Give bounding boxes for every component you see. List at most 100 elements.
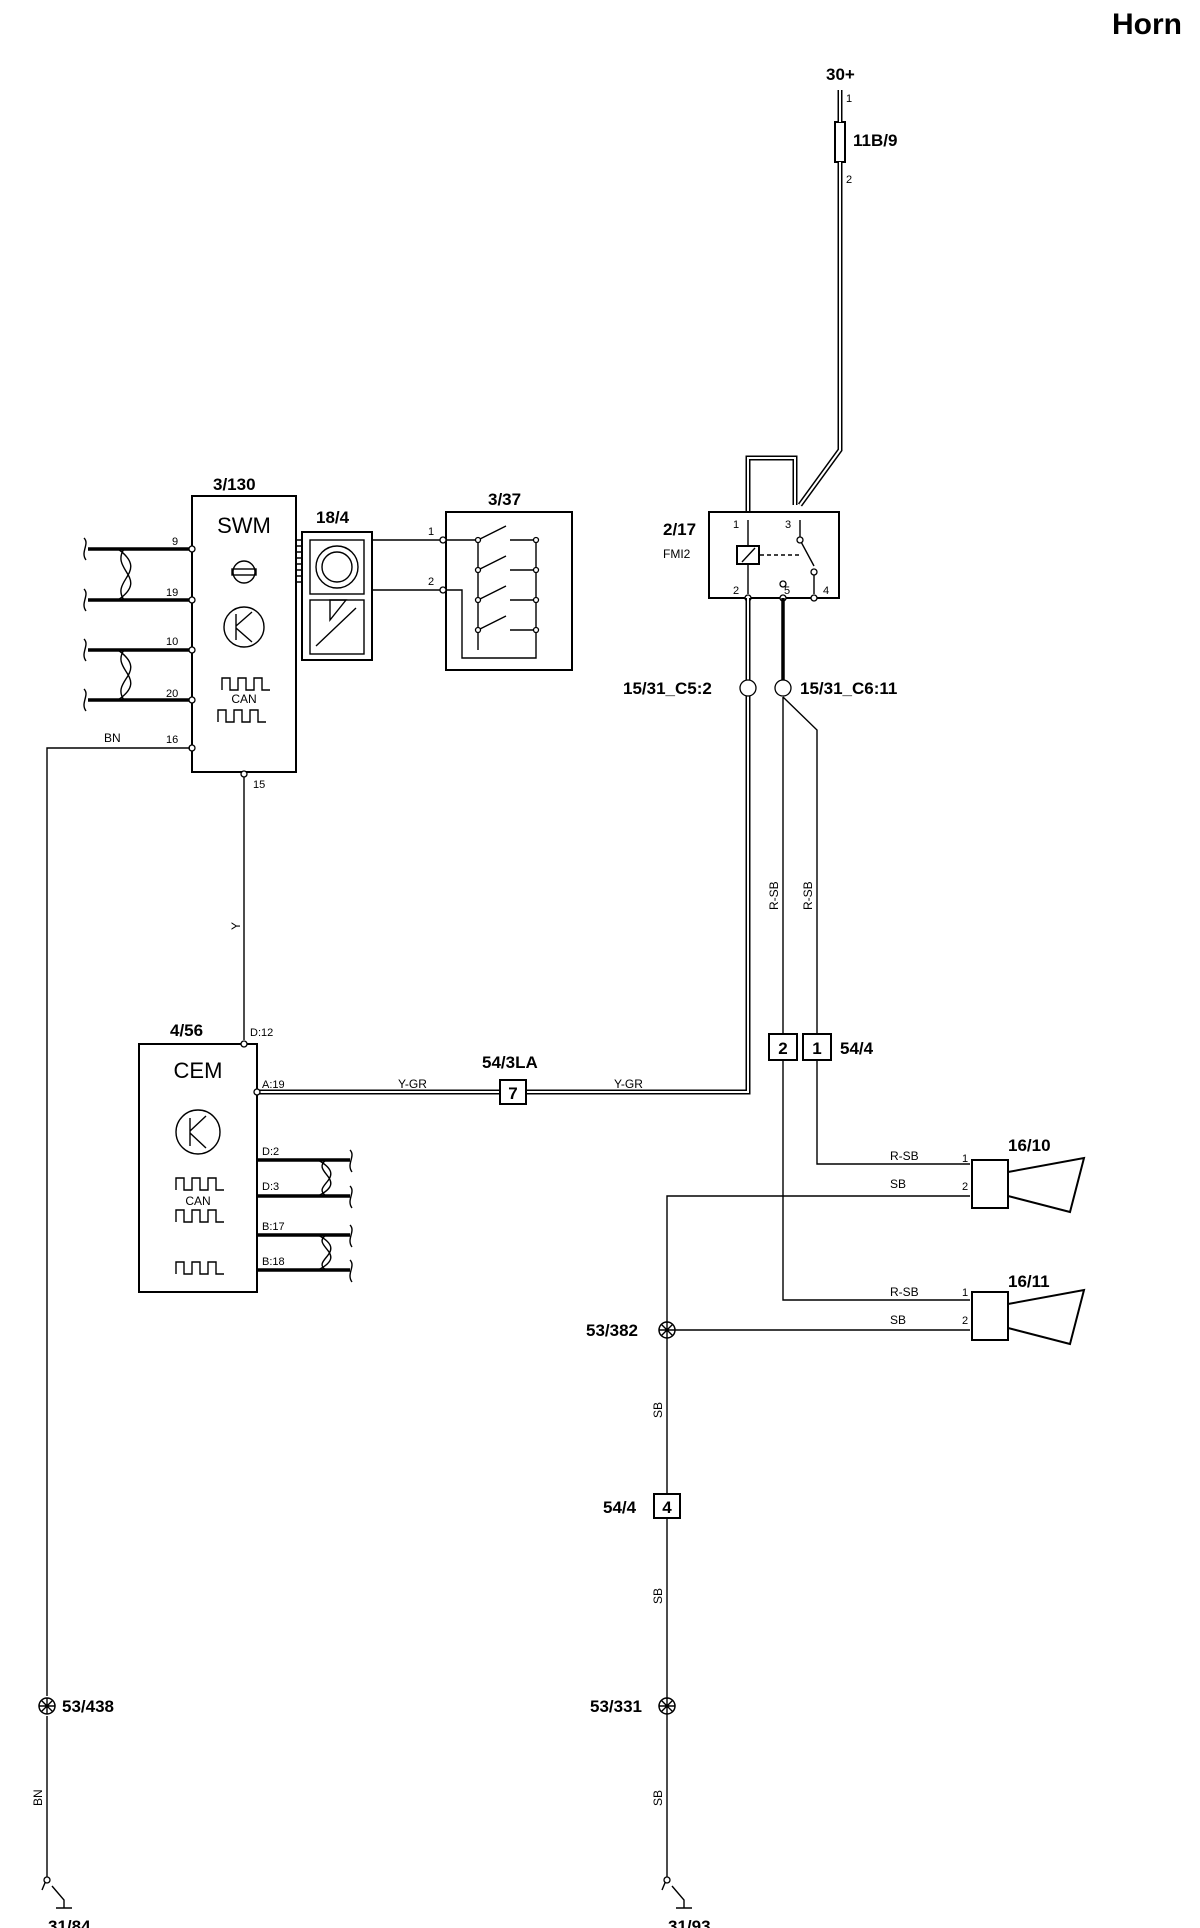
relay-pin-5: 5	[784, 585, 790, 597]
wire-label-ygr-left: Y-GR	[398, 1077, 427, 1091]
transistor-icon	[223, 606, 265, 648]
svg-text:1: 1	[962, 1153, 968, 1165]
ground-31-84-icon	[51, 1885, 72, 1909]
svg-text:B:17: B:17	[262, 1221, 285, 1233]
diagram-title: Horn	[1112, 8, 1182, 41]
horn-16-11	[971, 1291, 1009, 1341]
wire-label-rsb-1: R-SB	[767, 881, 781, 910]
svg-text:10: 10	[166, 636, 178, 648]
relay-pin-3: 3	[785, 519, 791, 531]
cem-pulse-icon	[175, 1261, 224, 1275]
wire-label-sb-h1: SB	[890, 1177, 906, 1191]
can-wave-icon-2	[217, 709, 266, 723]
wire-label-sb-v1: SB	[651, 1402, 665, 1418]
splice-53-331-label: 53/331	[590, 1697, 642, 1716]
swm-can-label: CAN	[231, 692, 256, 706]
horn-16-10-label: 16/10	[1008, 1136, 1051, 1155]
twisted-pair-icon	[83, 537, 190, 612]
wire-label-sb-v2: SB	[651, 1588, 665, 1604]
switch-block-3-37	[445, 511, 573, 671]
svg-text:4: 4	[662, 1498, 672, 1517]
bn-wire	[41, 747, 190, 1891]
cem-ref-label: 4/56	[170, 1021, 203, 1040]
twisted-pair-icon-2	[83, 638, 190, 712]
connector-54-4-pin-2	[768, 1033, 798, 1061]
connector-54-4-label-2: 54/4	[603, 1498, 637, 1517]
fuse-label: 11B/9	[853, 131, 897, 150]
connector-54-3la-label: 54/3LA	[482, 1053, 538, 1072]
relay-sub-label: FMI2	[663, 547, 691, 561]
svg-text:2: 2	[778, 1039, 787, 1058]
relay-pin-4: 4	[823, 585, 829, 597]
cem-twisted-pair-icon	[257, 1149, 353, 1209]
connector-c6-label: 15/31_C6:11	[800, 679, 897, 698]
splice-53-438-label: 53/438	[62, 1697, 114, 1716]
relay-label: 2/17	[663, 520, 696, 539]
svg-text:16: 16	[166, 734, 178, 746]
svg-text:D:2: D:2	[262, 1146, 279, 1158]
connector-c6-icon	[774, 679, 792, 697]
svg-text:7: 7	[508, 1084, 517, 1103]
svg-text:1: 1	[962, 1287, 968, 1299]
swm-ref-label: 3/130	[213, 475, 256, 494]
horn-16-11-icon	[1007, 1288, 1086, 1346]
connector-54-4-label: 54/4	[840, 1039, 874, 1058]
wire-label-y: Y	[229, 922, 243, 930]
cem-twisted-pair-icon-2	[257, 1224, 353, 1283]
ground-31-93-icon	[671, 1885, 692, 1909]
svg-text:9: 9	[172, 536, 178, 548]
wire-label-bn-bottom: BN	[31, 1789, 45, 1806]
cem-can-wave-icon-2	[175, 1209, 224, 1223]
splice-53-382-label: 53/382	[586, 1321, 638, 1340]
wire-label-rsb-h2: R-SB	[890, 1285, 919, 1299]
connector-54-4-pin-1	[802, 1033, 832, 1061]
svg-text:19: 19	[166, 587, 178, 599]
cem-module	[138, 1043, 258, 1293]
svg-text:B:18: B:18	[262, 1256, 285, 1268]
wire-label-bn-top: BN	[104, 731, 121, 745]
ground-31-93-label: 31/93	[668, 1917, 711, 1928]
relay-loop-wire	[745, 455, 798, 515]
cem-name: CEM	[174, 1058, 223, 1083]
svg-text:D:3: D:3	[262, 1181, 279, 1193]
horn-16-11-label: 16/11	[1008, 1272, 1050, 1291]
wire-label-rsb-h1: R-SB	[890, 1149, 919, 1163]
svg-text:D:12: D:12	[250, 1027, 273, 1039]
horn-switch-18-4	[301, 531, 373, 661]
can-wave-icon	[221, 677, 270, 691]
fuse-pin-2: 2	[846, 174, 852, 186]
horn-button-icon	[315, 545, 359, 589]
svg-text:1: 1	[812, 1039, 821, 1058]
wire-label-ygr-right: Y-GR	[614, 1077, 643, 1091]
wire-label-rsb-2: R-SB	[801, 881, 815, 910]
airbag-icon	[231, 560, 257, 584]
svg-text:20: 20	[166, 688, 178, 700]
rsb-wire	[782, 696, 970, 1301]
ground-31-84-label: 31/84	[48, 1917, 91, 1928]
fuse-pin-1: 1	[846, 93, 852, 105]
horn-switch-label: 18/4	[316, 508, 350, 527]
fuse-11b9	[834, 121, 846, 163]
cem-can-wave-icon	[175, 1177, 224, 1191]
svg-text:15: 15	[253, 779, 265, 791]
wire-label-sb-v3: SB	[651, 1790, 665, 1806]
svg-text:1: 1	[428, 526, 434, 538]
cem-can-label: CAN	[185, 1194, 210, 1208]
svg-text:2: 2	[428, 576, 434, 588]
horn-switch-wires	[372, 539, 442, 591]
connector-54-4-pin-4	[653, 1493, 681, 1519]
switch-contacts-icon	[446, 525, 540, 659]
svg-text:2: 2	[962, 1315, 968, 1327]
horn-16-10-icon	[1007, 1156, 1086, 1214]
horn-16-10	[971, 1159, 1009, 1209]
ygr-wire	[258, 598, 751, 1095]
connector-c5-icon	[739, 679, 757, 697]
wire-label-sb-h2: SB	[890, 1313, 906, 1327]
relay-pin-2: 2	[733, 585, 739, 597]
svg-text:2: 2	[962, 1181, 968, 1193]
clock-spring-icon	[315, 599, 357, 647]
switch-block-label: 3/37	[488, 490, 521, 509]
swm-name: SWM	[217, 513, 271, 538]
connector-54-3la	[499, 1079, 527, 1105]
